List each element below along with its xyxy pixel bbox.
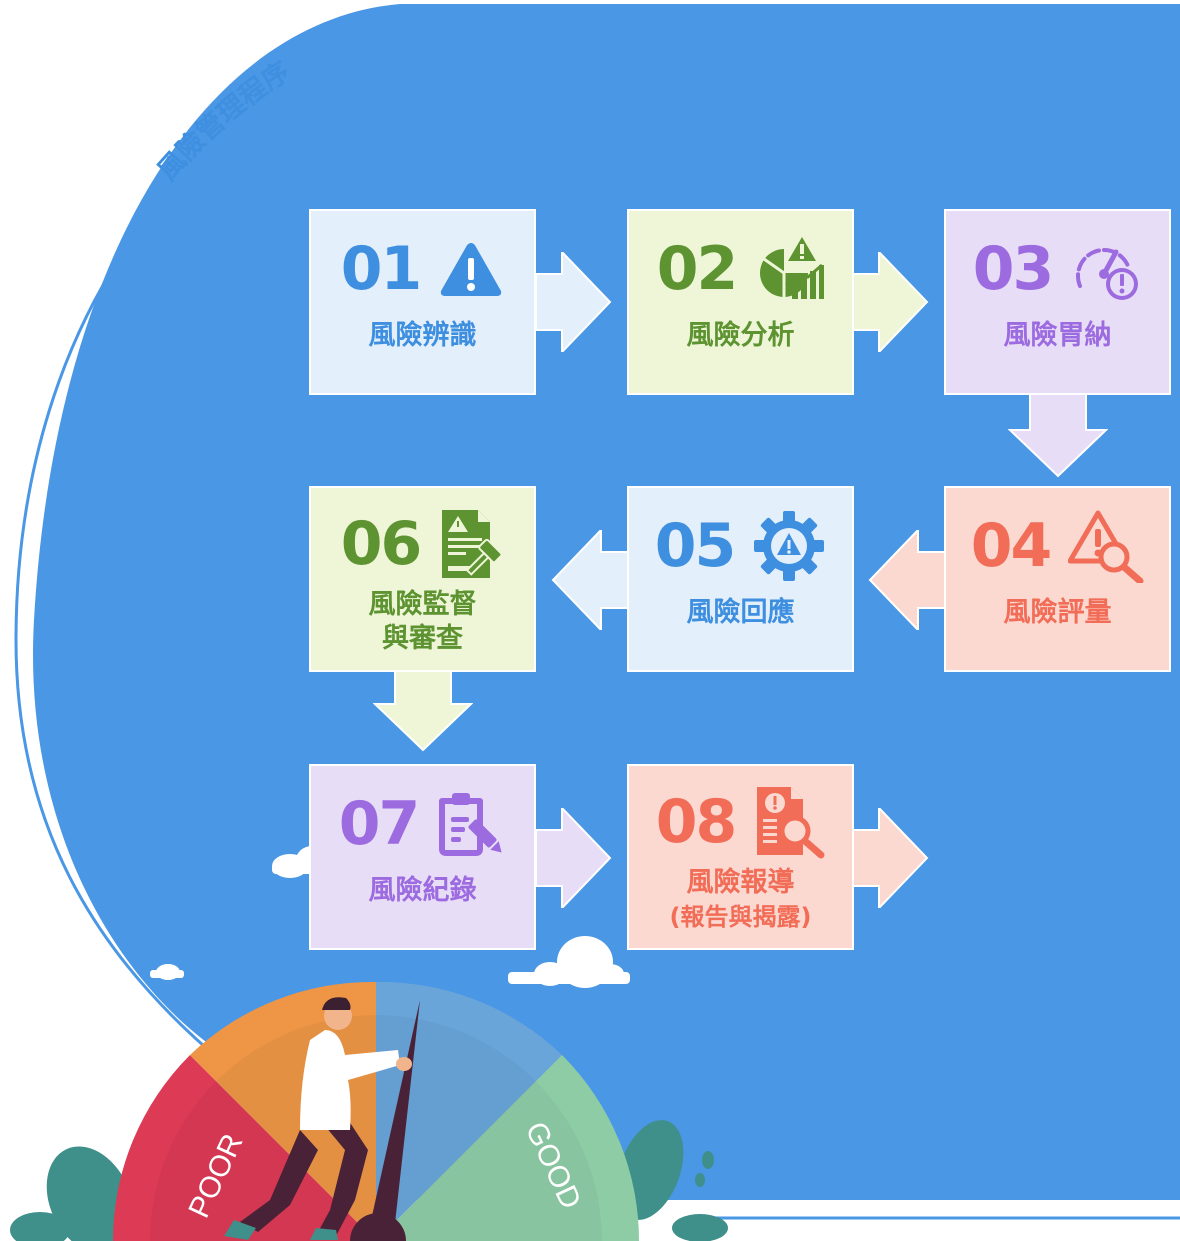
gear-warning-icon <box>754 511 825 581</box>
step-08-label: 風險報導 <box>686 867 795 898</box>
pie-chart-analysis-icon <box>760 237 825 299</box>
arrow-04-05 <box>868 530 946 630</box>
plant-left <box>10 1146 134 1241</box>
warning-triangle-icon <box>441 243 502 296</box>
gauge-inner-shade <box>150 1015 602 1241</box>
arrow-07-08 <box>536 808 612 908</box>
title-arc: 風險管理程序 <box>152 55 296 186</box>
step-05-number: 05 <box>654 511 736 581</box>
step-04-label: 風險評量 <box>1003 597 1112 628</box>
step-03-number: 03 <box>972 234 1054 304</box>
step-05-label: 風險回應 <box>686 597 795 628</box>
clipboard-edit-icon <box>439 793 502 856</box>
step-06-label: 風險監督 <box>368 589 477 620</box>
outer-arc-line <box>14 214 221 1062</box>
cloud-small <box>150 964 184 980</box>
step-02-number: 02 <box>656 234 738 304</box>
arrow-06-07 <box>373 670 473 752</box>
gauge-alert-icon <box>1076 248 1139 300</box>
step-07-label: 風險紀錄 <box>368 875 477 906</box>
arrow-08-end <box>853 808 929 908</box>
step-07-number: 07 <box>338 789 420 859</box>
step-04-number: 04 <box>970 511 1052 581</box>
document-gavel-icon <box>442 510 503 578</box>
step-06-number: 06 <box>340 509 422 579</box>
step-01-number: 01 <box>340 234 422 304</box>
gauge-hub <box>350 1213 406 1241</box>
warning-magnifier-icon <box>1068 510 1144 583</box>
step-01-label: 風險辨識 <box>368 320 477 351</box>
step-07-card: 07 風險紀錄 <box>309 764 536 950</box>
report-search-icon <box>757 787 825 859</box>
cloud-right <box>508 936 630 988</box>
gauge: POOR GOOD <box>112 981 639 1241</box>
step-02-label: 風險分析 <box>686 320 795 351</box>
arrow-03-04 <box>1008 394 1108 478</box>
arrow-02-03 <box>853 252 929 352</box>
arrow-05-06 <box>551 530 629 630</box>
gauge-segment-poor <box>112 1055 376 1241</box>
step-03-label: 風險胃納 <box>1003 320 1112 351</box>
step-06-label-line2: 與審查 <box>382 623 463 654</box>
step-03-card: 03 風險胃納 <box>944 209 1171 395</box>
step-06-card: 06 風險監督 與審查 <box>309 486 536 672</box>
step-08-label-line2: (報告與揭露) <box>669 903 812 931</box>
person-illustration <box>224 997 412 1240</box>
step-08-number: 08 <box>655 787 737 857</box>
gauge-segment-good <box>376 1055 639 1241</box>
page-title: 風險管理程序 <box>152 55 296 186</box>
gauge-segment-blue <box>376 981 562 1241</box>
page-title-text: 風險管理程序 <box>152 55 296 186</box>
step-02-card: 02 風險分析 <box>627 209 854 395</box>
step-04-card: 04 風險評量 <box>944 486 1171 672</box>
step-05-card: 05 風險回應 <box>627 486 854 672</box>
arrow-01-02 <box>536 252 612 352</box>
step-08-card: 08 風險報導 (報告與揭露) <box>627 764 854 950</box>
step-01-card: 01 風險辨識 <box>309 209 536 395</box>
